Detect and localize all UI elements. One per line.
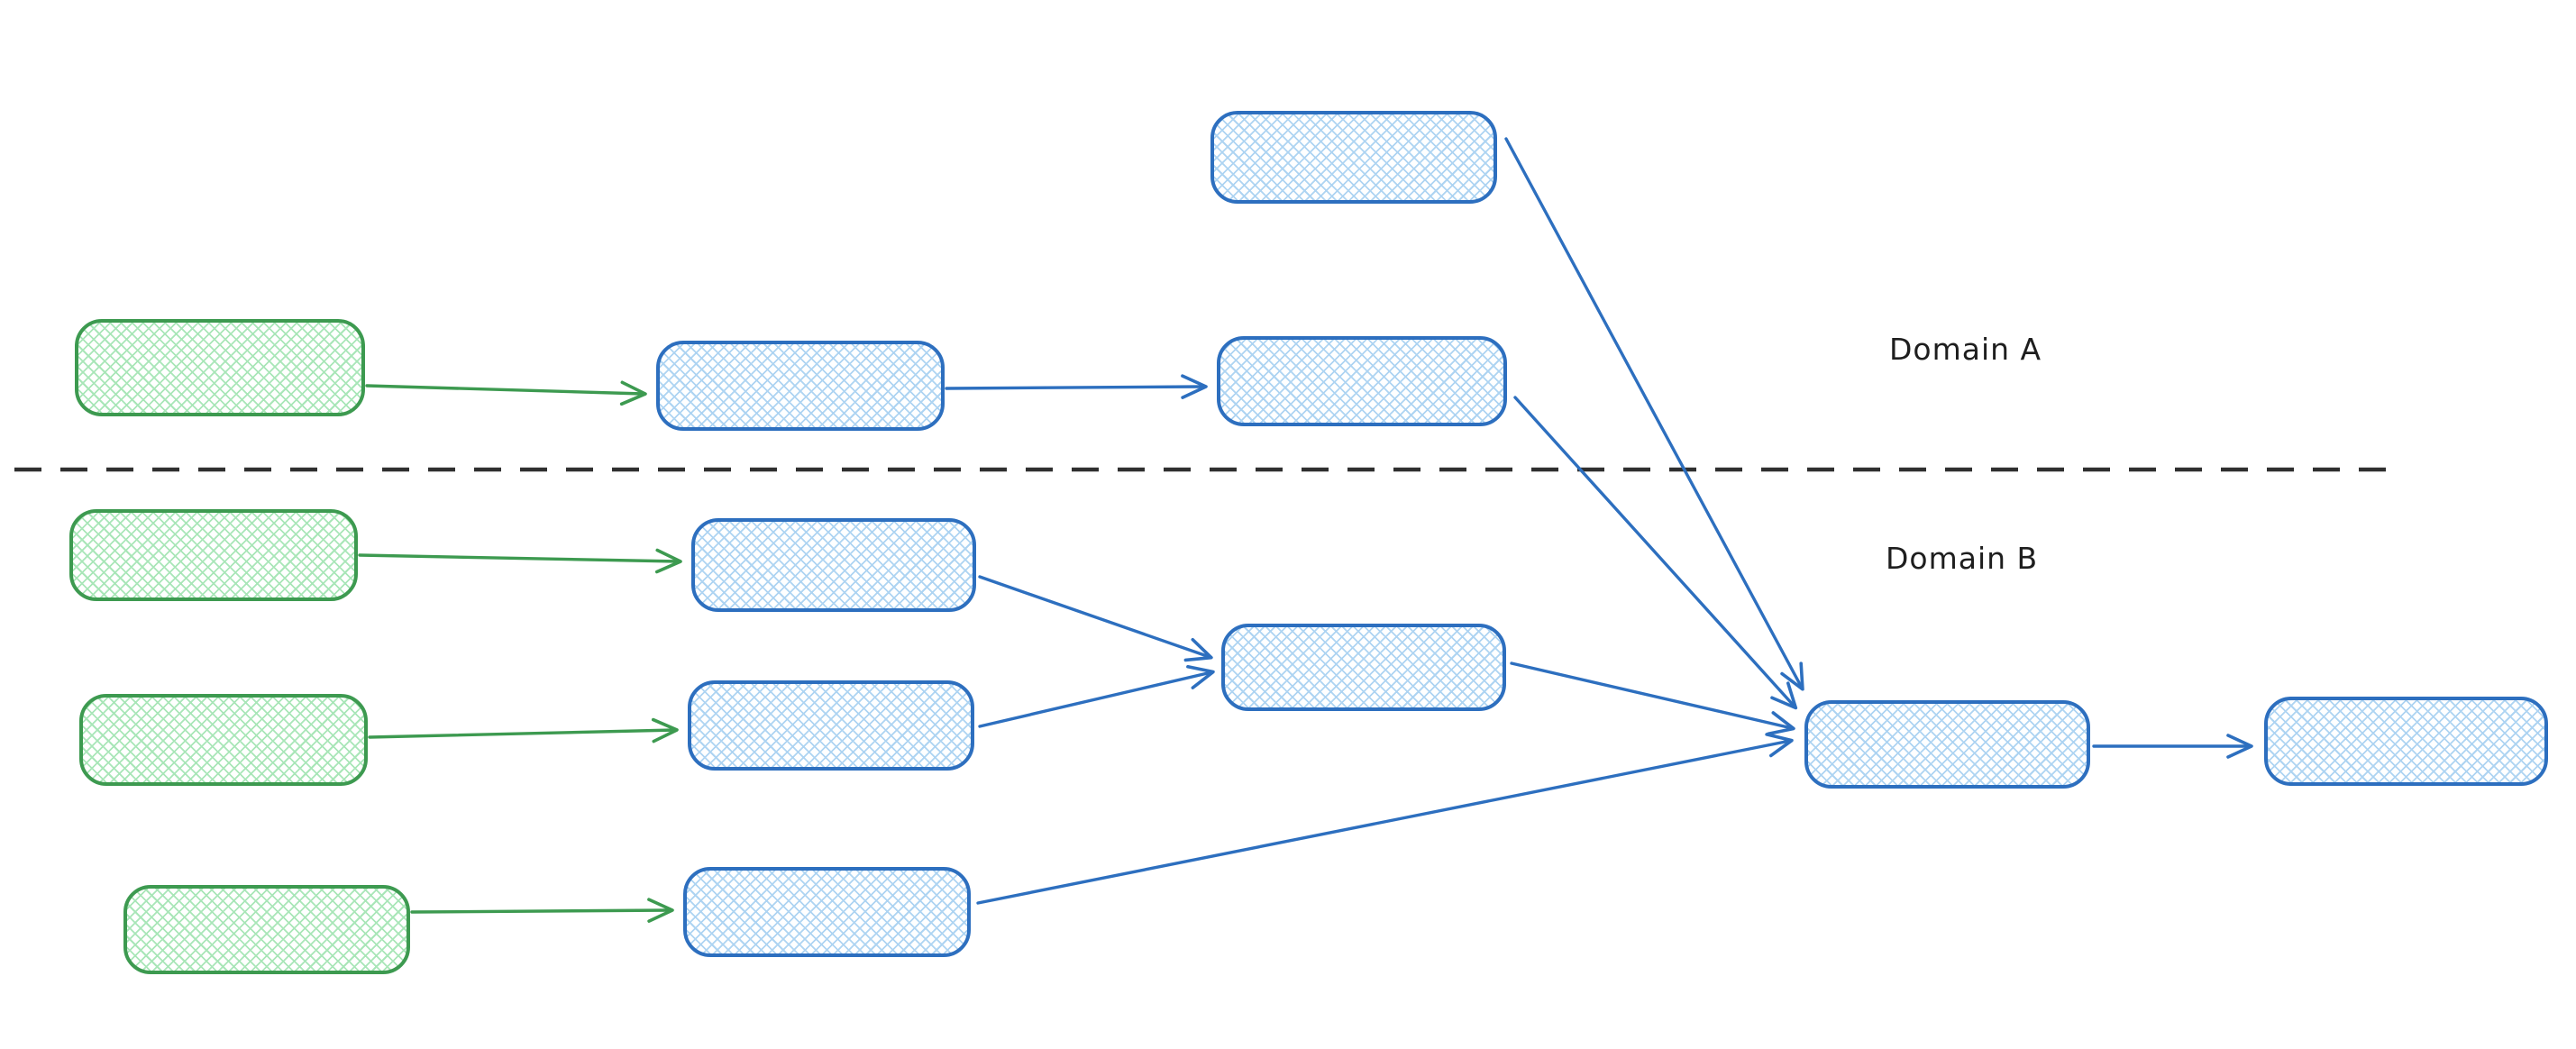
- node-domain-a-stage-1[interactable]: [656, 341, 945, 431]
- edge-a-stage1-to-stage2[interactable]: [945, 374, 1208, 399]
- edge-b-stage1c-to-global-merge[interactable]: [976, 733, 1794, 905]
- node-output[interactable]: [2264, 697, 2548, 786]
- node-domain-b-stage-1b[interactable]: [688, 680, 974, 771]
- node-domain-b-source-2[interactable]: [79, 694, 368, 786]
- edge-b-source3-to-stage1c[interactable]: [410, 898, 674, 923]
- node-global-merge[interactable]: [1804, 700, 2090, 789]
- node-domain-a-source[interactable]: [75, 319, 365, 416]
- domain-b-label[interactable]: Domain B: [1886, 541, 2039, 576]
- domain-a-label[interactable]: Domain A: [1889, 332, 2042, 367]
- edge-a-source-to-stage1[interactable]: [365, 380, 647, 406]
- node-domain-b-source-3[interactable]: [123, 885, 410, 974]
- node-domain-b-stage-1c[interactable]: [683, 867, 971, 957]
- edge-b-stage1a-to-b-merge[interactable]: [978, 575, 1213, 662]
- node-domain-a-top[interactable]: [1210, 111, 1497, 204]
- node-domain-b-source-1[interactable]: [69, 509, 358, 601]
- node-domain-b-merge[interactable]: [1221, 624, 1506, 711]
- node-domain-a-stage-2[interactable]: [1217, 336, 1507, 426]
- edge-b-source1-to-stage1a[interactable]: [358, 548, 682, 574]
- edge-a-stage2-to-global-merge[interactable]: [1513, 396, 1798, 710]
- node-domain-b-stage-1a[interactable]: [691, 518, 976, 612]
- edge-b-stage1b-to-b-merge[interactable]: [978, 664, 1215, 728]
- edge-b-merge-to-global-merge[interactable]: [1510, 661, 1795, 736]
- edge-a-top-to-global-merge[interactable]: [1504, 137, 1804, 691]
- edge-b-source2-to-stage1b[interactable]: [368, 717, 679, 743]
